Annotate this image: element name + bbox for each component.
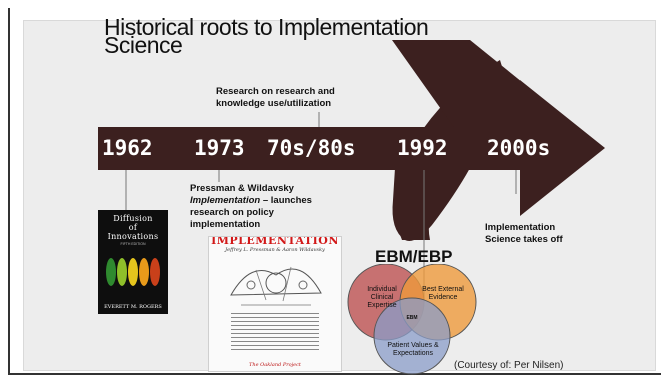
year-1962: 1962 — [102, 136, 153, 160]
venn-label-clinical: Individual Clinical Expertise — [367, 286, 397, 309]
pressman-note: Pressman & Wildavsky Implementation – la… — [190, 183, 312, 231]
pressman-note-line-1: Pressman & Wildavsky — [190, 183, 294, 194]
year-2000s: 2000s — [487, 136, 551, 160]
lower-lobe — [392, 168, 470, 241]
book2-illustration — [230, 266, 322, 306]
ebm-venn-diagram: Individual Clinical Expertise Best Exter… — [342, 263, 482, 381]
year-1992: 1992 — [397, 136, 448, 160]
book1-edition: FIFTH EDITION — [120, 242, 146, 246]
implementation-book: IMPLEMENTATION Jeffrey L. Pressman & Aar… — [208, 236, 342, 372]
venn-label-patient: Patient Values & Expectations — [387, 342, 439, 357]
impsci-note-line-2: Science takes off — [485, 234, 563, 245]
title-line-2: Science — [104, 32, 183, 58]
timeline-arrow — [98, 80, 605, 216]
book1-title-line-2: of — [128, 223, 138, 232]
book1-seed-art — [106, 258, 160, 286]
venn-circles — [347, 263, 477, 375]
impsci-note-line-1: Implementation — [485, 222, 556, 233]
diffusion-of-innovations-book: Diffusion of Innovations FIFTH EDITION E… — [98, 210, 168, 314]
book2-authors: Jeffrey L. Pressman & Aaron Wildavsky — [225, 247, 325, 253]
pressman-note-rest: – launches — [260, 195, 312, 206]
book2-blurb-lines — [231, 313, 319, 353]
research-note: Research on research and knowledge use/u… — [216, 86, 335, 110]
pressman-italic-title: Implementation — [190, 195, 261, 206]
ebm-ebp-label: EBM/EBP — [375, 247, 453, 266]
venn-circle-patient-values — [373, 297, 451, 375]
book1-title-line-3: Innovations — [107, 232, 159, 241]
title-line-1: Historical roots to Implementation — [104, 14, 429, 40]
year-70s80s: 70s/80s — [267, 136, 356, 160]
pressman-note-line-2: Implementation – launches — [190, 195, 312, 207]
year-1973: 1973 — [194, 136, 245, 160]
research-note-line-2: knowledge use/utilization — [216, 98, 332, 109]
slide-title: Historical roots to Implementation Scien… — [104, 14, 429, 58]
book1-title-line-1: Diffusion — [113, 214, 153, 223]
book2-project: The Oakland Project — [249, 362, 301, 368]
implementation-science-note: Implementation Science takes off — [485, 222, 563, 246]
venn-center-ebm: EBM — [406, 315, 418, 321]
book2-title: IMPLEMENTATION — [211, 236, 339, 247]
bottom-rule — [8, 373, 661, 375]
research-note-line-1: Research on research and — [216, 86, 335, 97]
book1-author: EVERETT M. ROGERS — [104, 304, 162, 310]
venn-label-evidence: Best External Evidence — [422, 286, 464, 301]
left-rule — [8, 8, 10, 375]
courtesy-credit: (Courtesy of: Per Nilsen) — [454, 360, 564, 371]
pressman-note-line-4: implementation — [190, 219, 261, 230]
pressman-note-line-3: research on policy — [190, 207, 274, 218]
